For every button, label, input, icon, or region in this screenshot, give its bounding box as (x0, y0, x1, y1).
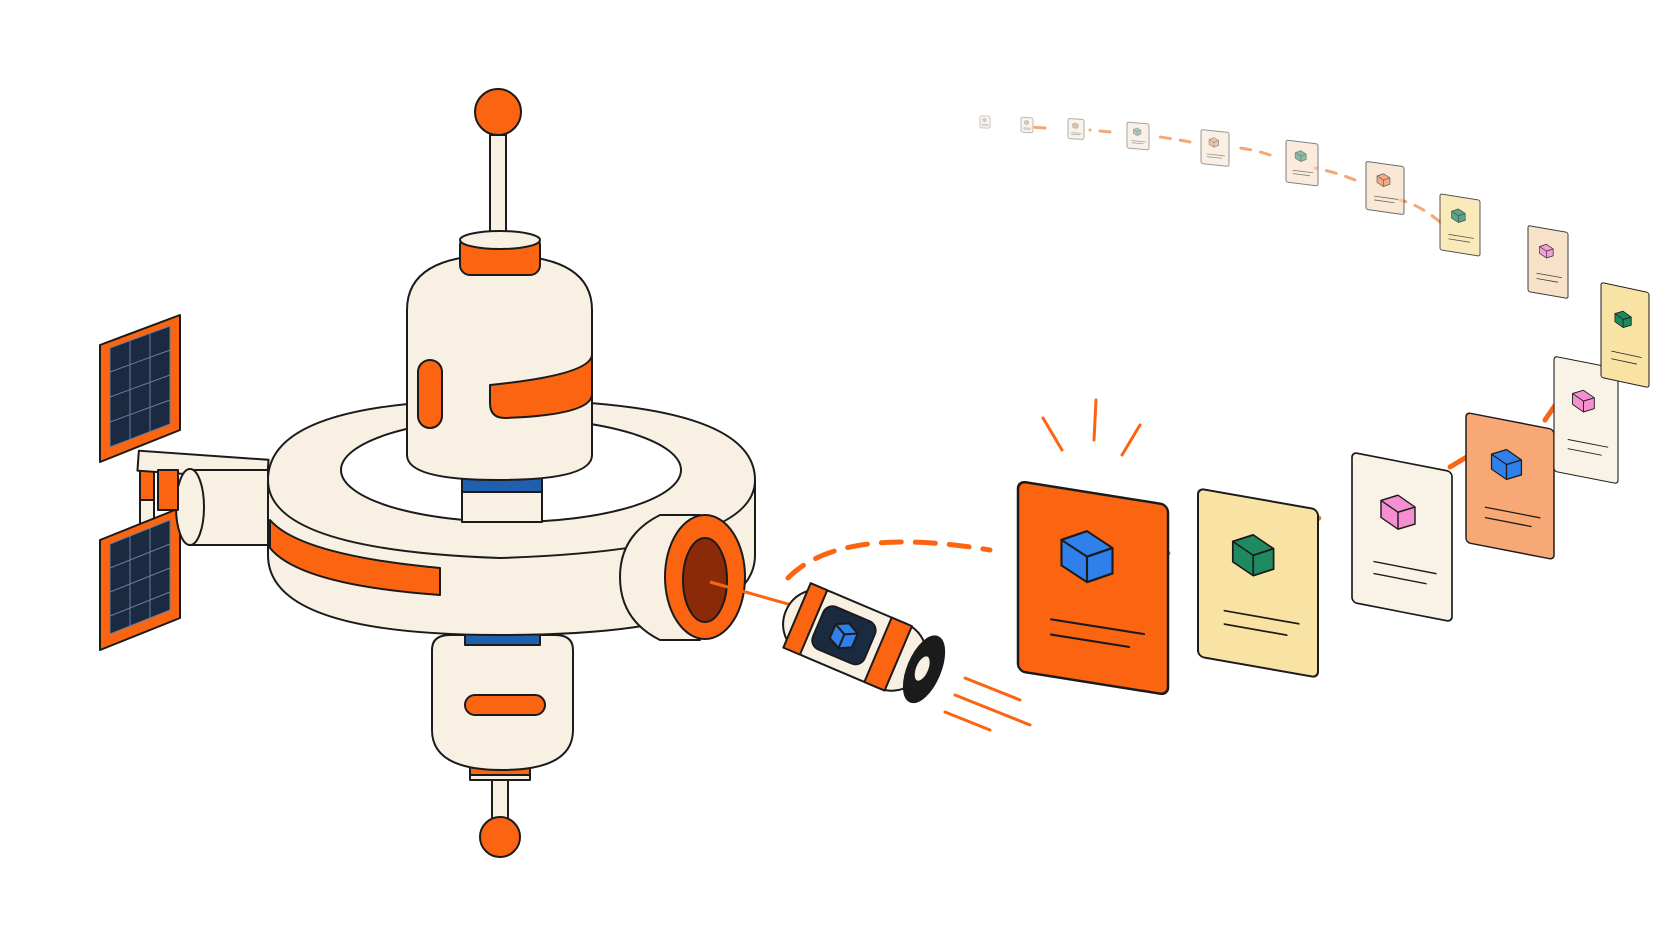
card-text-line (1611, 350, 1642, 358)
card-text-line (1292, 169, 1314, 174)
card-face (1016, 480, 1170, 696)
cube-icon (1132, 127, 1142, 136)
card-14 (1020, 116, 1034, 134)
card-text-line (1484, 506, 1541, 519)
card-face (1351, 452, 1453, 622)
card-face (1126, 121, 1150, 151)
docking-port (619, 514, 746, 641)
card-face (1067, 118, 1085, 140)
upper-module (406, 230, 593, 481)
card-text-line (1292, 173, 1311, 177)
card-8 (1439, 193, 1481, 257)
motion-lines (943, 676, 1032, 732)
card-featured (1016, 480, 1170, 696)
cube-icon (1060, 529, 1114, 584)
tether-line (709, 580, 796, 608)
cube-icon (1024, 120, 1029, 126)
card-text-line (1223, 623, 1288, 636)
card-text-line (1536, 272, 1562, 279)
lower-module (431, 624, 574, 781)
card-3 (1351, 452, 1453, 622)
card-text-line (1373, 572, 1427, 585)
card-text-line (1206, 153, 1225, 157)
cube-icon (1294, 150, 1307, 163)
card-face (1020, 116, 1034, 134)
card-face (1600, 282, 1650, 388)
card-face (1197, 488, 1319, 678)
card-text-line (1536, 278, 1559, 283)
cube-icon (1072, 122, 1079, 129)
card-text-line (1484, 516, 1532, 528)
card-carousel (979, 115, 1650, 696)
card-text-line (1071, 133, 1081, 136)
cube-icon (1231, 533, 1275, 577)
solar-panel-top (99, 314, 181, 463)
card-10 (1285, 139, 1319, 187)
card-text-line (1448, 234, 1474, 239)
card-text-line (1206, 156, 1223, 159)
card-15 (979, 115, 991, 129)
card-text-line (1131, 142, 1144, 145)
card-text-line (1567, 439, 1609, 448)
card-13 (1067, 118, 1085, 140)
left-arm (157, 468, 269, 546)
cargo-capsule (782, 582, 946, 704)
cube-icon (1380, 494, 1416, 531)
card-face (979, 115, 991, 129)
card-text-line (1223, 609, 1300, 625)
card-text-line (1131, 140, 1146, 143)
card-6 (1600, 282, 1650, 388)
card-5 (1553, 356, 1619, 484)
card-face (1553, 356, 1619, 484)
card-text-line (1071, 132, 1082, 134)
card-4 (1465, 412, 1555, 560)
card-face (1365, 161, 1405, 215)
card-text-line (1373, 560, 1437, 575)
space-station (99, 88, 756, 858)
card-face (1285, 139, 1319, 187)
cube-icon (982, 117, 987, 123)
card-2 (1197, 488, 1319, 678)
cube-icon (1572, 389, 1595, 413)
card-12 (1126, 121, 1150, 151)
highlight-burst (1041, 398, 1142, 457)
cube-icon (1451, 208, 1466, 224)
card-face (1200, 129, 1230, 167)
card-11 (1200, 129, 1230, 167)
cube-icon (1376, 173, 1391, 188)
solar-panel-bottom (99, 507, 181, 651)
cube-icon (1208, 137, 1220, 148)
card-7 (1527, 225, 1569, 299)
bottom-antenna (479, 769, 521, 858)
cube-icon (1490, 448, 1523, 481)
cube-icon (1539, 243, 1554, 259)
card-face (1527, 225, 1569, 299)
card-text-line (1611, 358, 1637, 365)
cube-icon (1614, 310, 1632, 328)
card-text-line (1049, 633, 1131, 648)
card-text-line (1049, 618, 1146, 636)
top-antenna (474, 88, 522, 246)
card-9 (1365, 161, 1405, 215)
card-face (1465, 412, 1555, 560)
card-text-line (1448, 238, 1471, 243)
card-text-line (1373, 199, 1395, 204)
card-text-line (1373, 195, 1399, 200)
card-face (1439, 193, 1481, 257)
card-text-line (1567, 448, 1602, 456)
